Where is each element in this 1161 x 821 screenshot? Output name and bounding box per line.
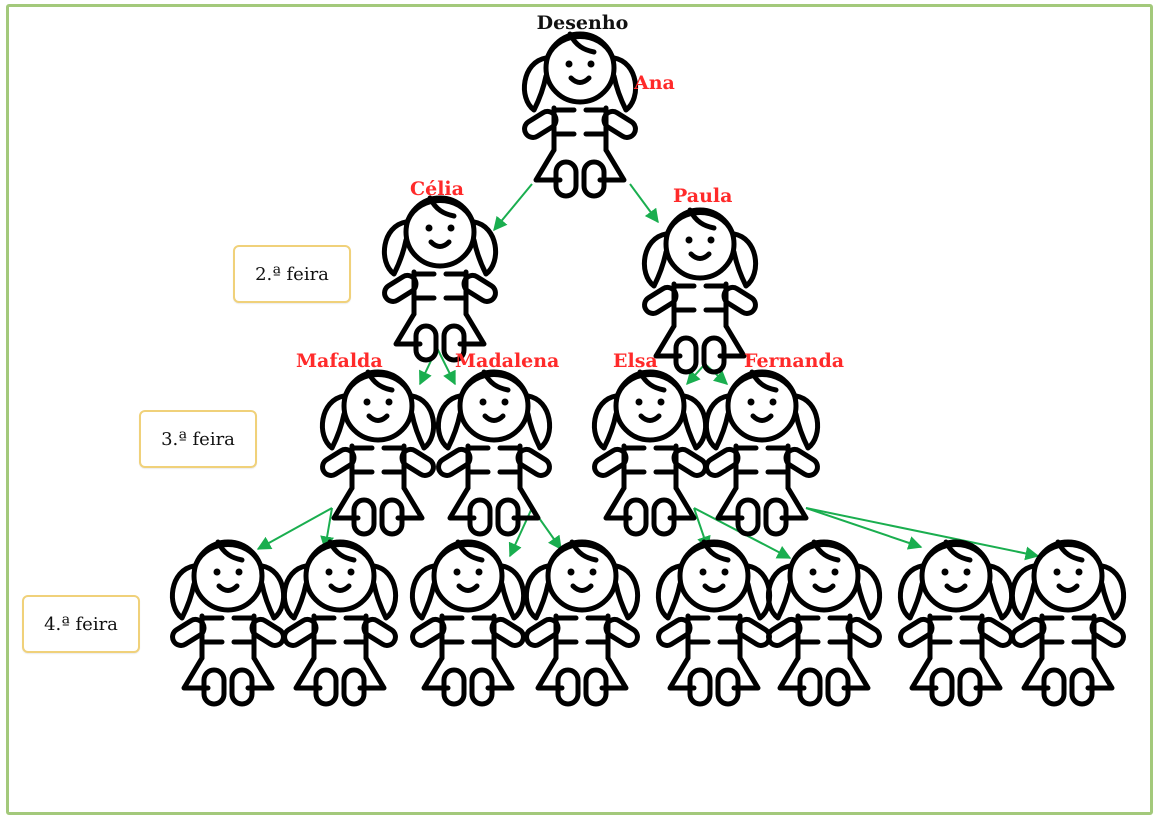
- girl-doll-icon: [521, 34, 638, 196]
- canvas-frame: [6, 4, 1153, 815]
- girl-doll-icon: [703, 372, 820, 534]
- day-label-wednesday: 4.ª feira: [22, 595, 140, 653]
- name-elsa: Elsa: [613, 350, 658, 372]
- girl-doll-icon: [435, 372, 552, 534]
- arrow-paula-elsa: [686, 363, 706, 386]
- name-paula: Paula: [673, 185, 733, 207]
- arrow-ana-paula: [629, 183, 659, 224]
- arrow-mafalda-child-1: [256, 507, 333, 550]
- day-label-monday: 2.ª feira: [233, 245, 351, 303]
- girl-doll-icon: [169, 542, 286, 704]
- girl-doll-icon: [409, 542, 526, 704]
- name-ana: Ana: [634, 72, 675, 94]
- day-label-tuesday: 3.ª feira: [139, 410, 257, 468]
- girl-doll-icon: [641, 210, 758, 372]
- arrow-fernanda-child-2: [805, 507, 1040, 561]
- girl-doll-icon: [319, 372, 436, 534]
- girl-doll-icon: [281, 542, 398, 704]
- arrow-ana-celia: [493, 183, 533, 232]
- girl-doll-icon: [765, 542, 882, 704]
- girl-doll-icon: [655, 542, 772, 704]
- page-title: Desenho: [536, 12, 629, 34]
- girl-doll-icon: [591, 372, 708, 534]
- arrow-fernanda-child-1: [805, 507, 923, 550]
- name-madalena: Madalena: [455, 350, 560, 372]
- arrow-mafalda-child-2: [320, 507, 335, 551]
- girl-doll-icon: [897, 542, 1014, 704]
- girl-doll-icon: [523, 542, 640, 704]
- arrow-celia-madalena: [436, 347, 456, 386]
- name-mafalda: Mafalda: [296, 350, 383, 372]
- girl-doll-icon: [381, 198, 498, 360]
- name-fernanda: Fernanda: [744, 350, 845, 372]
- girl-doll-icon: [1009, 542, 1126, 704]
- name-celia: Célia: [410, 178, 464, 200]
